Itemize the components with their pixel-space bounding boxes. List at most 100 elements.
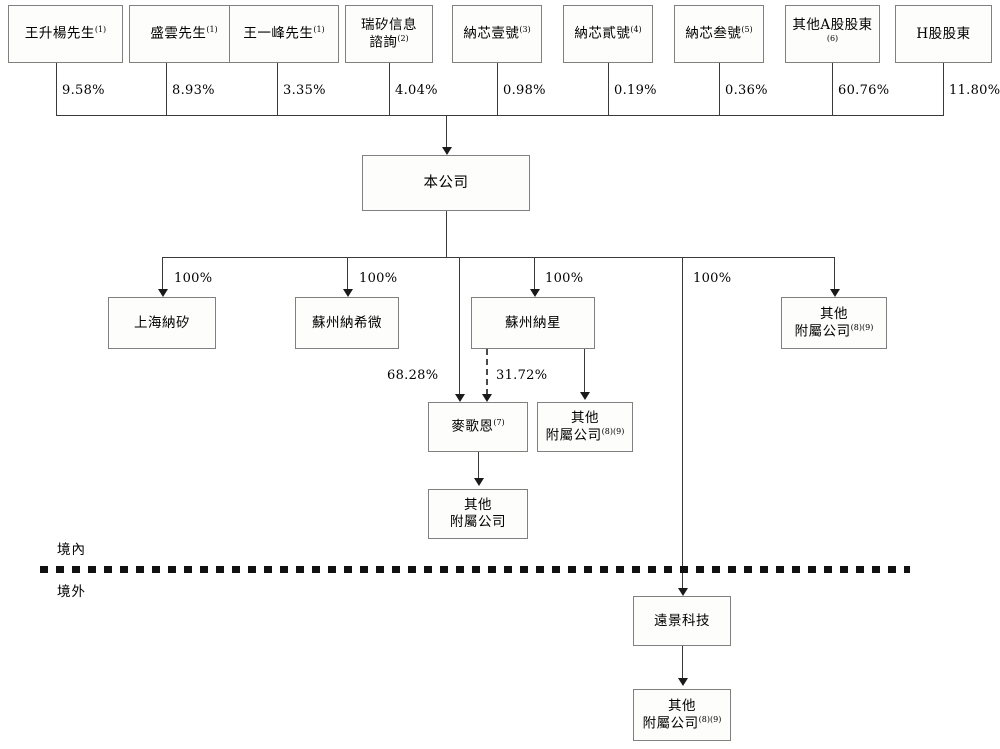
arrow-sub2 xyxy=(343,289,353,297)
subsidiary-box-shanghai-naxi[interactable]: 上海納矽 xyxy=(108,297,216,349)
shareholder-bus-line xyxy=(56,115,944,116)
shareholder-label-8: 其他A股股東 xyxy=(792,16,873,33)
shareholder-label-5: 納芯壹號 xyxy=(463,25,520,42)
shareholder-label-7: 納芯叁號 xyxy=(685,25,742,42)
pct-label-sh8: 60.76% xyxy=(838,83,890,98)
connector-sub1 xyxy=(162,257,163,293)
shareholder-label-4-line1: 瑞矽信息 xyxy=(361,16,417,33)
subsidiary-box-suzhou-naxiwei[interactable]: 蘇州納希微 xyxy=(295,297,399,349)
shareholder-label-4-line2: 諮詢 xyxy=(369,34,398,51)
shareholder-label-2: 盛雲先生 xyxy=(150,25,207,42)
arrow-offshore xyxy=(678,588,688,596)
level3-label-other-line1: 其他 xyxy=(570,409,599,426)
connector-sh1 xyxy=(56,63,57,116)
connector-sh4 xyxy=(389,63,390,116)
pct-label-sh3: 3.35% xyxy=(283,83,326,98)
connector-mgn-trunk xyxy=(459,257,460,399)
connector-sh7 xyxy=(719,63,720,116)
shareholder-note-3: (1) xyxy=(313,25,325,35)
zone-label-offshore: 境外 xyxy=(57,584,86,600)
pct-label-sub3: 100% xyxy=(545,271,584,286)
connector-sub5 xyxy=(834,257,835,293)
offshore-label-yjkj: 遠景科技 xyxy=(654,612,710,629)
connector-sh8 xyxy=(832,63,833,116)
pct-label-31: 31.72% xyxy=(496,368,548,383)
connector-sh3 xyxy=(277,63,278,116)
level3-box-other[interactable]: 其他附屬公司(8)(9) xyxy=(537,402,633,452)
pct-label-sub2: 100% xyxy=(359,271,398,286)
arrow-sub3 xyxy=(530,289,540,297)
shareholder-box-4[interactable]: 瑞矽信息諮詢(2) xyxy=(345,5,433,63)
pct-label-sh7: 0.36% xyxy=(725,83,768,98)
shareholder-note-4: (2) xyxy=(397,33,409,43)
subsidiary-box-other-l2[interactable]: 其他附屬公司(8)(9) xyxy=(781,297,887,349)
pct-label-sh9: 11.80% xyxy=(949,83,1000,98)
shareholder-note-8: (6) xyxy=(826,33,839,43)
subsidiary-label-1: 上海納矽 xyxy=(134,314,190,331)
subsidiary-note-5: (8)(9) xyxy=(850,322,874,332)
company-label: 本公司 xyxy=(423,174,469,191)
connector-sh2 xyxy=(166,63,167,116)
shareholder-label-3: 王一峰先生 xyxy=(243,25,314,42)
subsidiary-box-suzhou-naxing[interactable]: 蘇州納星 xyxy=(471,297,595,349)
subsidiary-label-3: 蘇州納星 xyxy=(505,314,561,331)
shareholder-box-8[interactable]: 其他A股股東(6) xyxy=(785,5,880,63)
arrow-other4 xyxy=(474,478,484,486)
shareholder-label-9: H股股東 xyxy=(916,25,971,42)
connector-bus-to-company xyxy=(446,115,447,152)
pct-label-68: 68.28% xyxy=(387,368,439,383)
pct-label-offshore: 100% xyxy=(693,271,732,286)
shareholder-box-5[interactable]: 納芯壹號(3) xyxy=(452,5,542,63)
connector-sh9 xyxy=(943,63,944,116)
level4-box-other[interactable]: 其他附屬公司 xyxy=(428,489,528,539)
jurisdiction-boundary-line xyxy=(40,566,910,573)
subsidiary-label-5-line2: 附屬公司 xyxy=(794,323,851,340)
pct-label-sh2: 8.93% xyxy=(172,83,215,98)
connector-naxing-to-other3 xyxy=(584,349,585,396)
pct-label-sh4: 4.04% xyxy=(395,83,438,98)
connector-company-trunk xyxy=(446,211,447,258)
connector-naxing-to-mgn-dashed xyxy=(486,349,488,395)
level3-label-other-line2: 附屬公司 xyxy=(545,427,602,444)
connector-sh5 xyxy=(497,63,498,116)
shareholder-note-2: (1) xyxy=(206,25,218,35)
connector-sub3 xyxy=(534,257,535,293)
connector-offshore-trunk xyxy=(682,257,683,594)
shareholder-label-1: 王升楊先生 xyxy=(24,25,95,42)
level3-note-other: (8)(9) xyxy=(601,426,625,436)
subsidiary-bus-line xyxy=(162,257,834,258)
connector-mgn-to-other4 xyxy=(478,452,479,483)
pct-label-sh6: 0.19% xyxy=(614,83,657,98)
company-box[interactable]: 本公司 xyxy=(362,155,530,211)
pct-label-sh1: 9.58% xyxy=(62,83,105,98)
zone-label-domestic: 境內 xyxy=(57,542,86,558)
arrow-other5 xyxy=(678,678,688,686)
arrow-other3 xyxy=(580,392,590,400)
pct-label-sh5: 0.98% xyxy=(503,83,546,98)
shareholder-note-1: (1) xyxy=(94,25,107,35)
arrow-sub1 xyxy=(158,289,168,297)
offshore-label-other-line2: 附屬公司 xyxy=(642,715,699,732)
arrow-mgn-dashed xyxy=(482,394,492,402)
shareholder-box-1[interactable]: 王升楊先生(1) xyxy=(8,5,123,63)
shareholder-box-3[interactable]: 王一峰先生(1) xyxy=(229,5,339,63)
offshore-box-yuanjing[interactable]: 遠景科技 xyxy=(633,596,731,646)
shareholder-box-9[interactable]: H股股東 xyxy=(895,5,992,63)
shareholder-box-7[interactable]: 納芯叁號(5) xyxy=(674,5,764,63)
connector-sh6 xyxy=(608,63,609,116)
shareholder-box-6[interactable]: 納芯貳號(4) xyxy=(563,5,653,63)
pct-label-sub1: 100% xyxy=(174,271,213,286)
connector-sub2 xyxy=(347,257,348,293)
offshore-note-other: (8)(9) xyxy=(698,714,722,724)
shareholder-note-6: (4) xyxy=(630,25,642,35)
shareholder-note-5: (3) xyxy=(519,25,531,35)
arrow-sub5 xyxy=(830,289,840,297)
subsidiary-label-5-line1: 其他 xyxy=(819,305,848,322)
level3-note-mgn: (7) xyxy=(493,418,505,428)
offshore-box-other[interactable]: 其他附屬公司(8)(9) xyxy=(633,689,731,741)
shareholder-box-2[interactable]: 盛雲先生(1) xyxy=(129,5,239,63)
connector-yjkj-to-other5 xyxy=(682,646,683,682)
level3-box-maigeen[interactable]: 麥歌恩(7) xyxy=(428,402,528,452)
level4-label-line2: 附屬公司 xyxy=(450,514,506,530)
